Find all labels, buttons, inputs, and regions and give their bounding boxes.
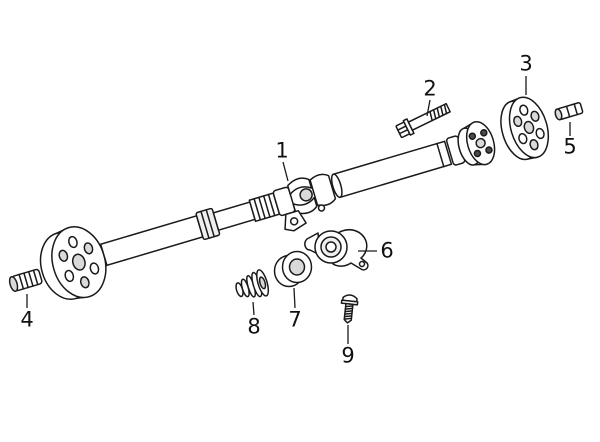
part-3-flex-disc (500, 96, 550, 161)
callout-9: 9 (341, 343, 355, 368)
part-2-bolt (395, 102, 451, 139)
leader-lines (26, 76, 571, 344)
leader-7 (293, 287, 296, 309)
spline-section (248, 192, 281, 223)
joint-bracket (284, 209, 307, 232)
callout-1: 1 (275, 138, 289, 163)
front-flange-disc (39, 226, 107, 300)
callout-3: 3 (519, 51, 533, 76)
leader-8 (252, 301, 255, 316)
callout-7: 7 (288, 307, 302, 332)
callout-8: 8 (247, 314, 261, 339)
callout-2: 2 (423, 76, 437, 101)
part-1-driveshaft-assembly (39, 120, 496, 300)
part-7-bearing-ring (273, 250, 313, 288)
front-shaft-tube (99, 215, 204, 267)
callout-5: 5 (563, 134, 577, 159)
callout-6: 6 (380, 238, 394, 263)
rear-joint-housing (445, 120, 496, 166)
rear-shaft-tube (330, 140, 453, 199)
leader-1 (282, 161, 289, 182)
shaft-neck (212, 201, 256, 231)
universal-joint (272, 173, 337, 217)
leader-2 (426, 99, 431, 117)
part-6-center-bearing (304, 229, 369, 271)
part-9-screw (340, 294, 359, 324)
part-5-pin (554, 102, 584, 121)
part-8-coupling-sleeve (235, 269, 270, 298)
part-4-bushing (8, 268, 43, 292)
callout-4: 4 (20, 307, 34, 332)
